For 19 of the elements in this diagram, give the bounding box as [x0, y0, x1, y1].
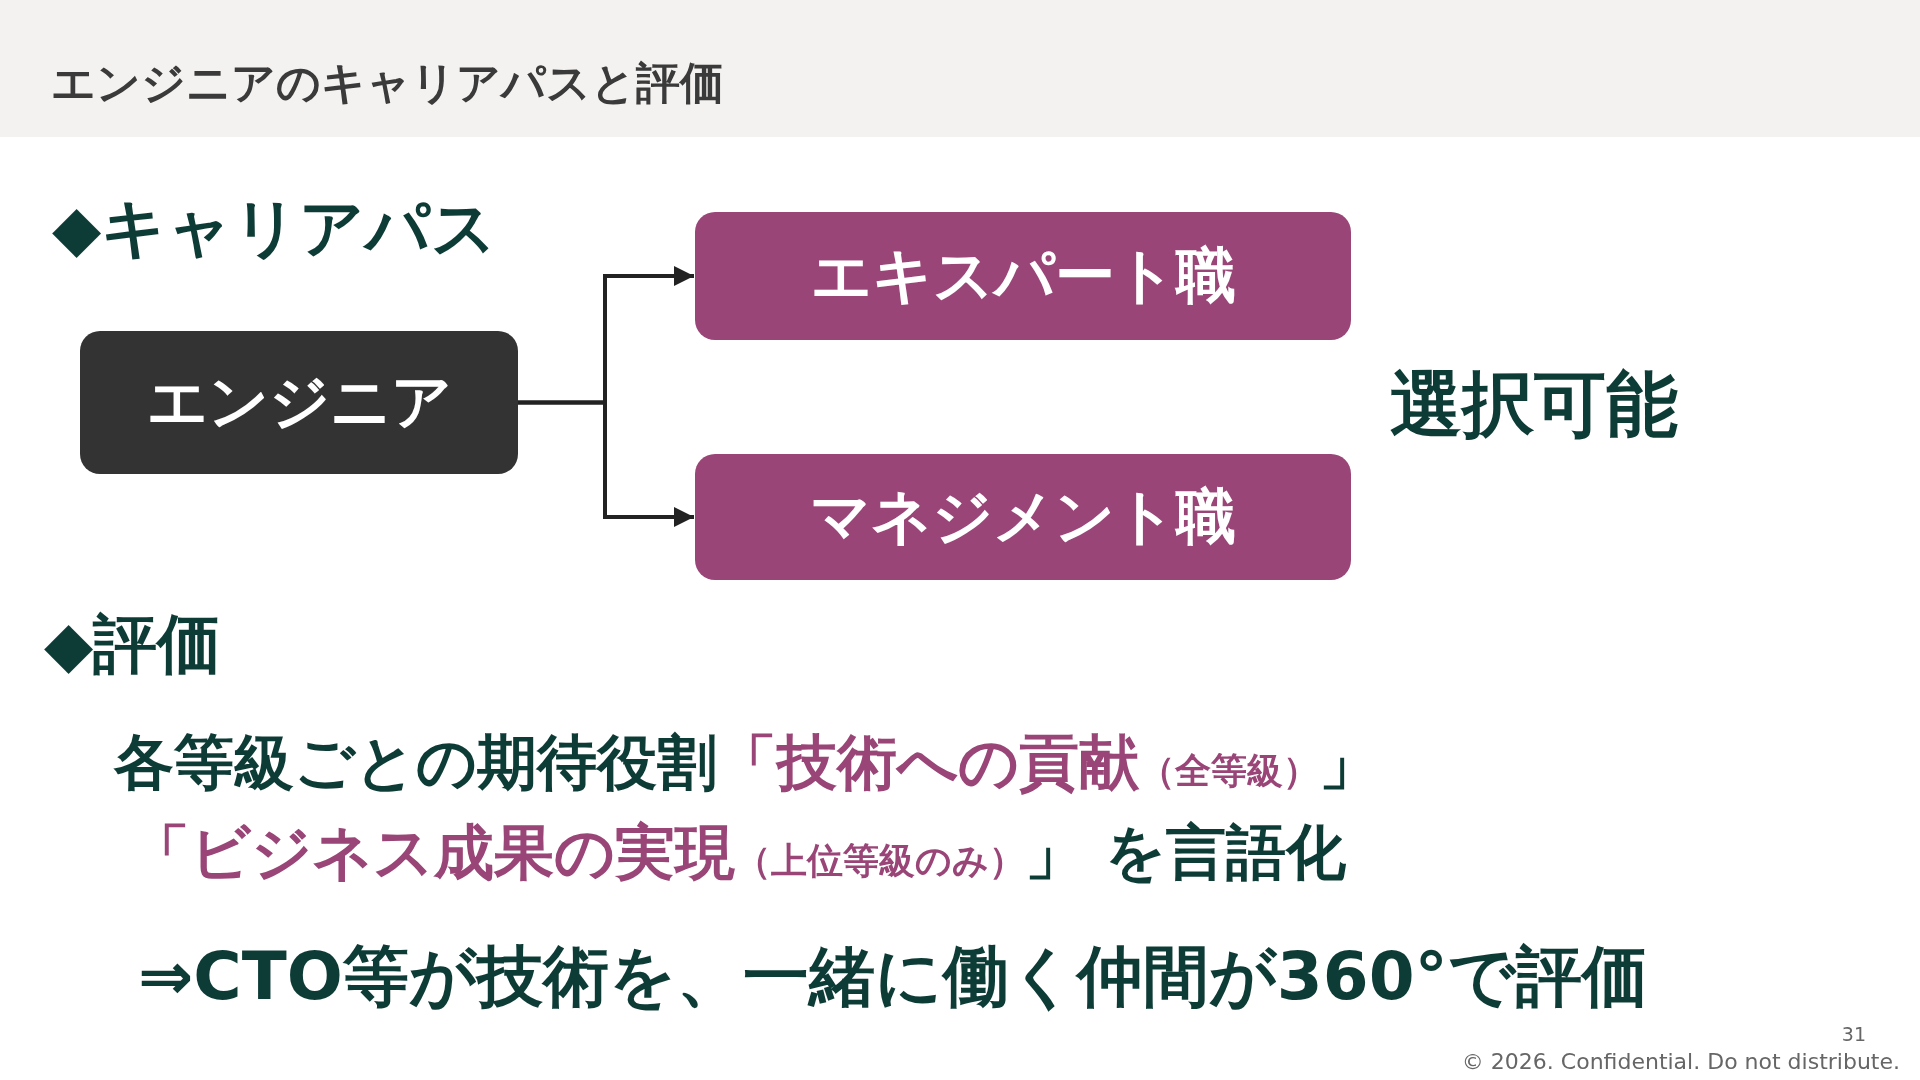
- footer-note: © 2026. Confidential. Do not distribute.: [1461, 1048, 1900, 1076]
- highlight-text: 「ビジネス成果の実現: [130, 816, 735, 889]
- note-text: （全等級）: [1139, 749, 1319, 793]
- side-note: 選択可能: [1390, 361, 1678, 448]
- highlight-text: 「技術への貢献: [717, 726, 1139, 799]
- page-number: 31: [1841, 1022, 1866, 1046]
- arrow: [518, 400, 694, 527]
- section-heading: ◆評価: [44, 606, 222, 682]
- career-box: マネジメント職: [695, 454, 1351, 580]
- role-box: エンジニア: [80, 331, 518, 474]
- career-box: エキスパート職: [695, 212, 1351, 340]
- body-text: を言語化: [1105, 816, 1346, 889]
- body-text: 各等級ごとの期待役割: [114, 726, 717, 799]
- conclusion-text: ⇒CTO等が技術を、一緒に働く仲間が360°で評価: [138, 937, 1648, 1017]
- section-heading: ◆キャリアパス: [52, 190, 498, 266]
- body-text: 」: [1319, 726, 1379, 799]
- body-text: 」: [1025, 816, 1085, 889]
- note-text: （上位等級のみ）: [735, 839, 1025, 883]
- slide-title: エンジニアのキャリアパスと評価: [51, 56, 724, 110]
